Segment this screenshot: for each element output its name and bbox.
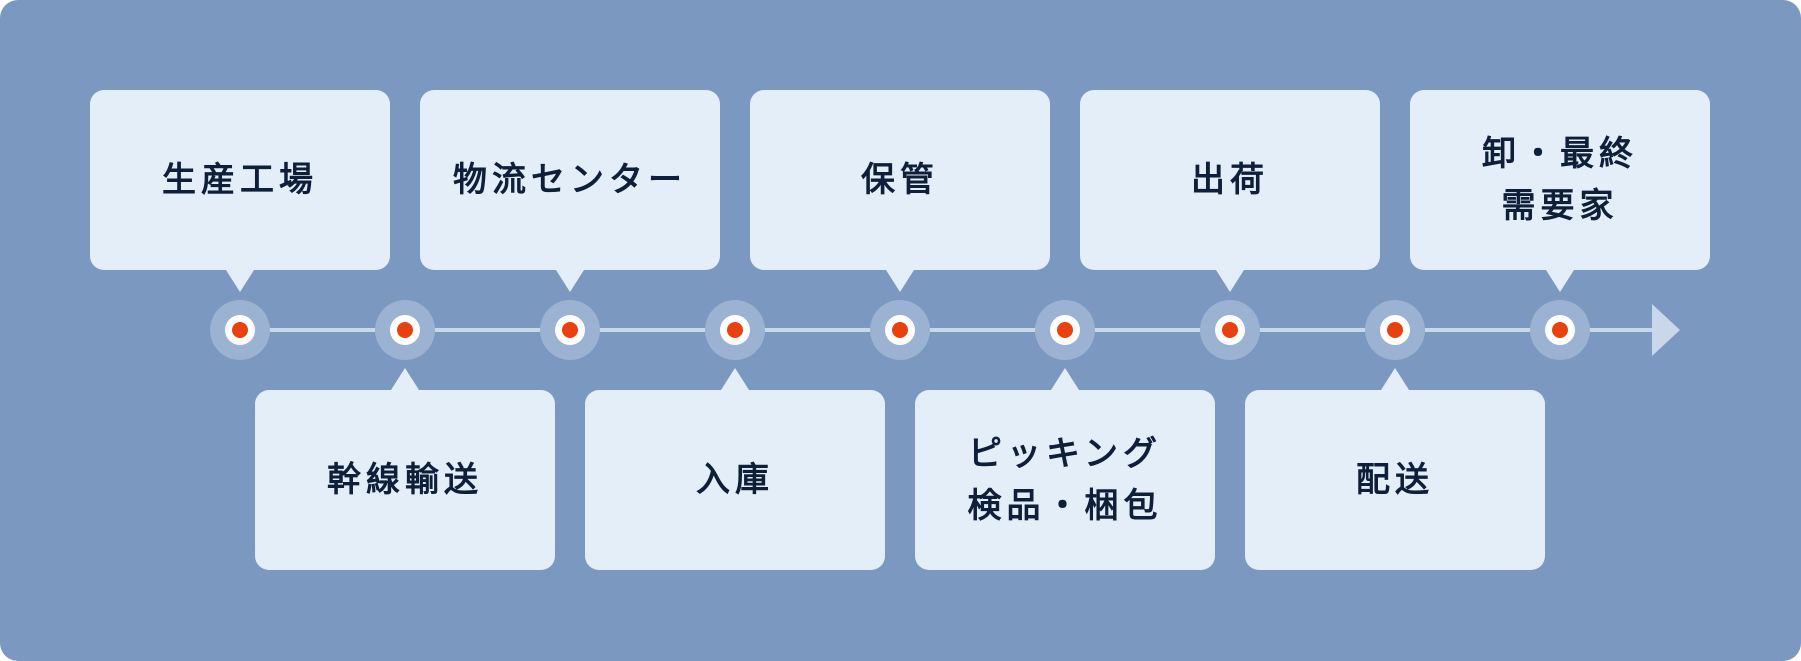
marker-halo	[870, 300, 930, 360]
callout-pointer	[721, 368, 749, 390]
marker-ring	[1380, 315, 1410, 345]
step-label: 幹線輸送	[327, 460, 483, 500]
step-marker	[705, 300, 765, 360]
marker-ring	[885, 315, 915, 345]
callout-pointer	[1546, 270, 1574, 292]
step-callout: 配送	[1245, 368, 1545, 570]
step-label: 配送	[1356, 460, 1434, 500]
step-label: 物流センター	[453, 160, 687, 200]
marker-ring	[390, 315, 420, 345]
step-callout: 物流センター	[420, 90, 720, 292]
marker-dot	[232, 322, 248, 338]
marker-halo	[540, 300, 600, 360]
marker-halo	[1365, 300, 1425, 360]
marker-dot	[892, 322, 908, 338]
marker-halo	[210, 300, 270, 360]
callout-pointer	[1381, 368, 1409, 390]
step-callout: 出荷	[1080, 90, 1380, 292]
marker-halo	[705, 300, 765, 360]
step-label: ピッキング 検品・梱包	[967, 434, 1163, 526]
marker-dot	[1387, 322, 1403, 338]
step-callout: 幹線輸送	[255, 368, 555, 570]
step-callout: ピッキング 検品・梱包	[915, 368, 1215, 570]
step-label: 生産工場	[162, 160, 318, 200]
step-marker	[375, 300, 435, 360]
step-marker	[210, 300, 270, 360]
callout-pointer	[226, 270, 254, 292]
step-label: 入庫	[696, 460, 774, 500]
step-marker	[1530, 300, 1590, 360]
timeline-arrowhead	[1652, 304, 1680, 356]
marker-dot	[1552, 322, 1568, 338]
marker-dot	[562, 322, 578, 338]
marker-ring	[1050, 315, 1080, 345]
marker-ring	[1215, 315, 1245, 345]
step-marker	[870, 300, 930, 360]
callout-pointer	[556, 270, 584, 292]
callout-pointer	[886, 270, 914, 292]
marker-dot	[397, 322, 413, 338]
step-callout: 生産工場	[90, 90, 390, 292]
marker-dot	[727, 322, 743, 338]
marker-ring	[225, 315, 255, 345]
marker-halo	[1035, 300, 1095, 360]
marker-dot	[1057, 322, 1073, 338]
step-callout: 保管	[750, 90, 1050, 292]
step-marker	[1200, 300, 1260, 360]
step-label: 出荷	[1191, 160, 1269, 200]
callout-pointer	[1051, 368, 1079, 390]
marker-ring	[555, 315, 585, 345]
step-label: 卸・最終 需要家	[1482, 134, 1638, 226]
marker-halo	[375, 300, 435, 360]
callout-pointer	[1216, 270, 1244, 292]
marker-ring	[720, 315, 750, 345]
marker-dot	[1222, 322, 1238, 338]
marker-halo	[1200, 300, 1260, 360]
marker-ring	[1545, 315, 1575, 345]
step-marker	[1365, 300, 1425, 360]
step-label: 保管	[861, 160, 939, 200]
step-marker	[1035, 300, 1095, 360]
marker-halo	[1530, 300, 1590, 360]
step-marker	[540, 300, 600, 360]
step-callout: 入庫	[585, 368, 885, 570]
step-markers	[210, 300, 1590, 360]
step-callout: 卸・最終 需要家	[1410, 90, 1710, 292]
callout-pointer	[391, 368, 419, 390]
